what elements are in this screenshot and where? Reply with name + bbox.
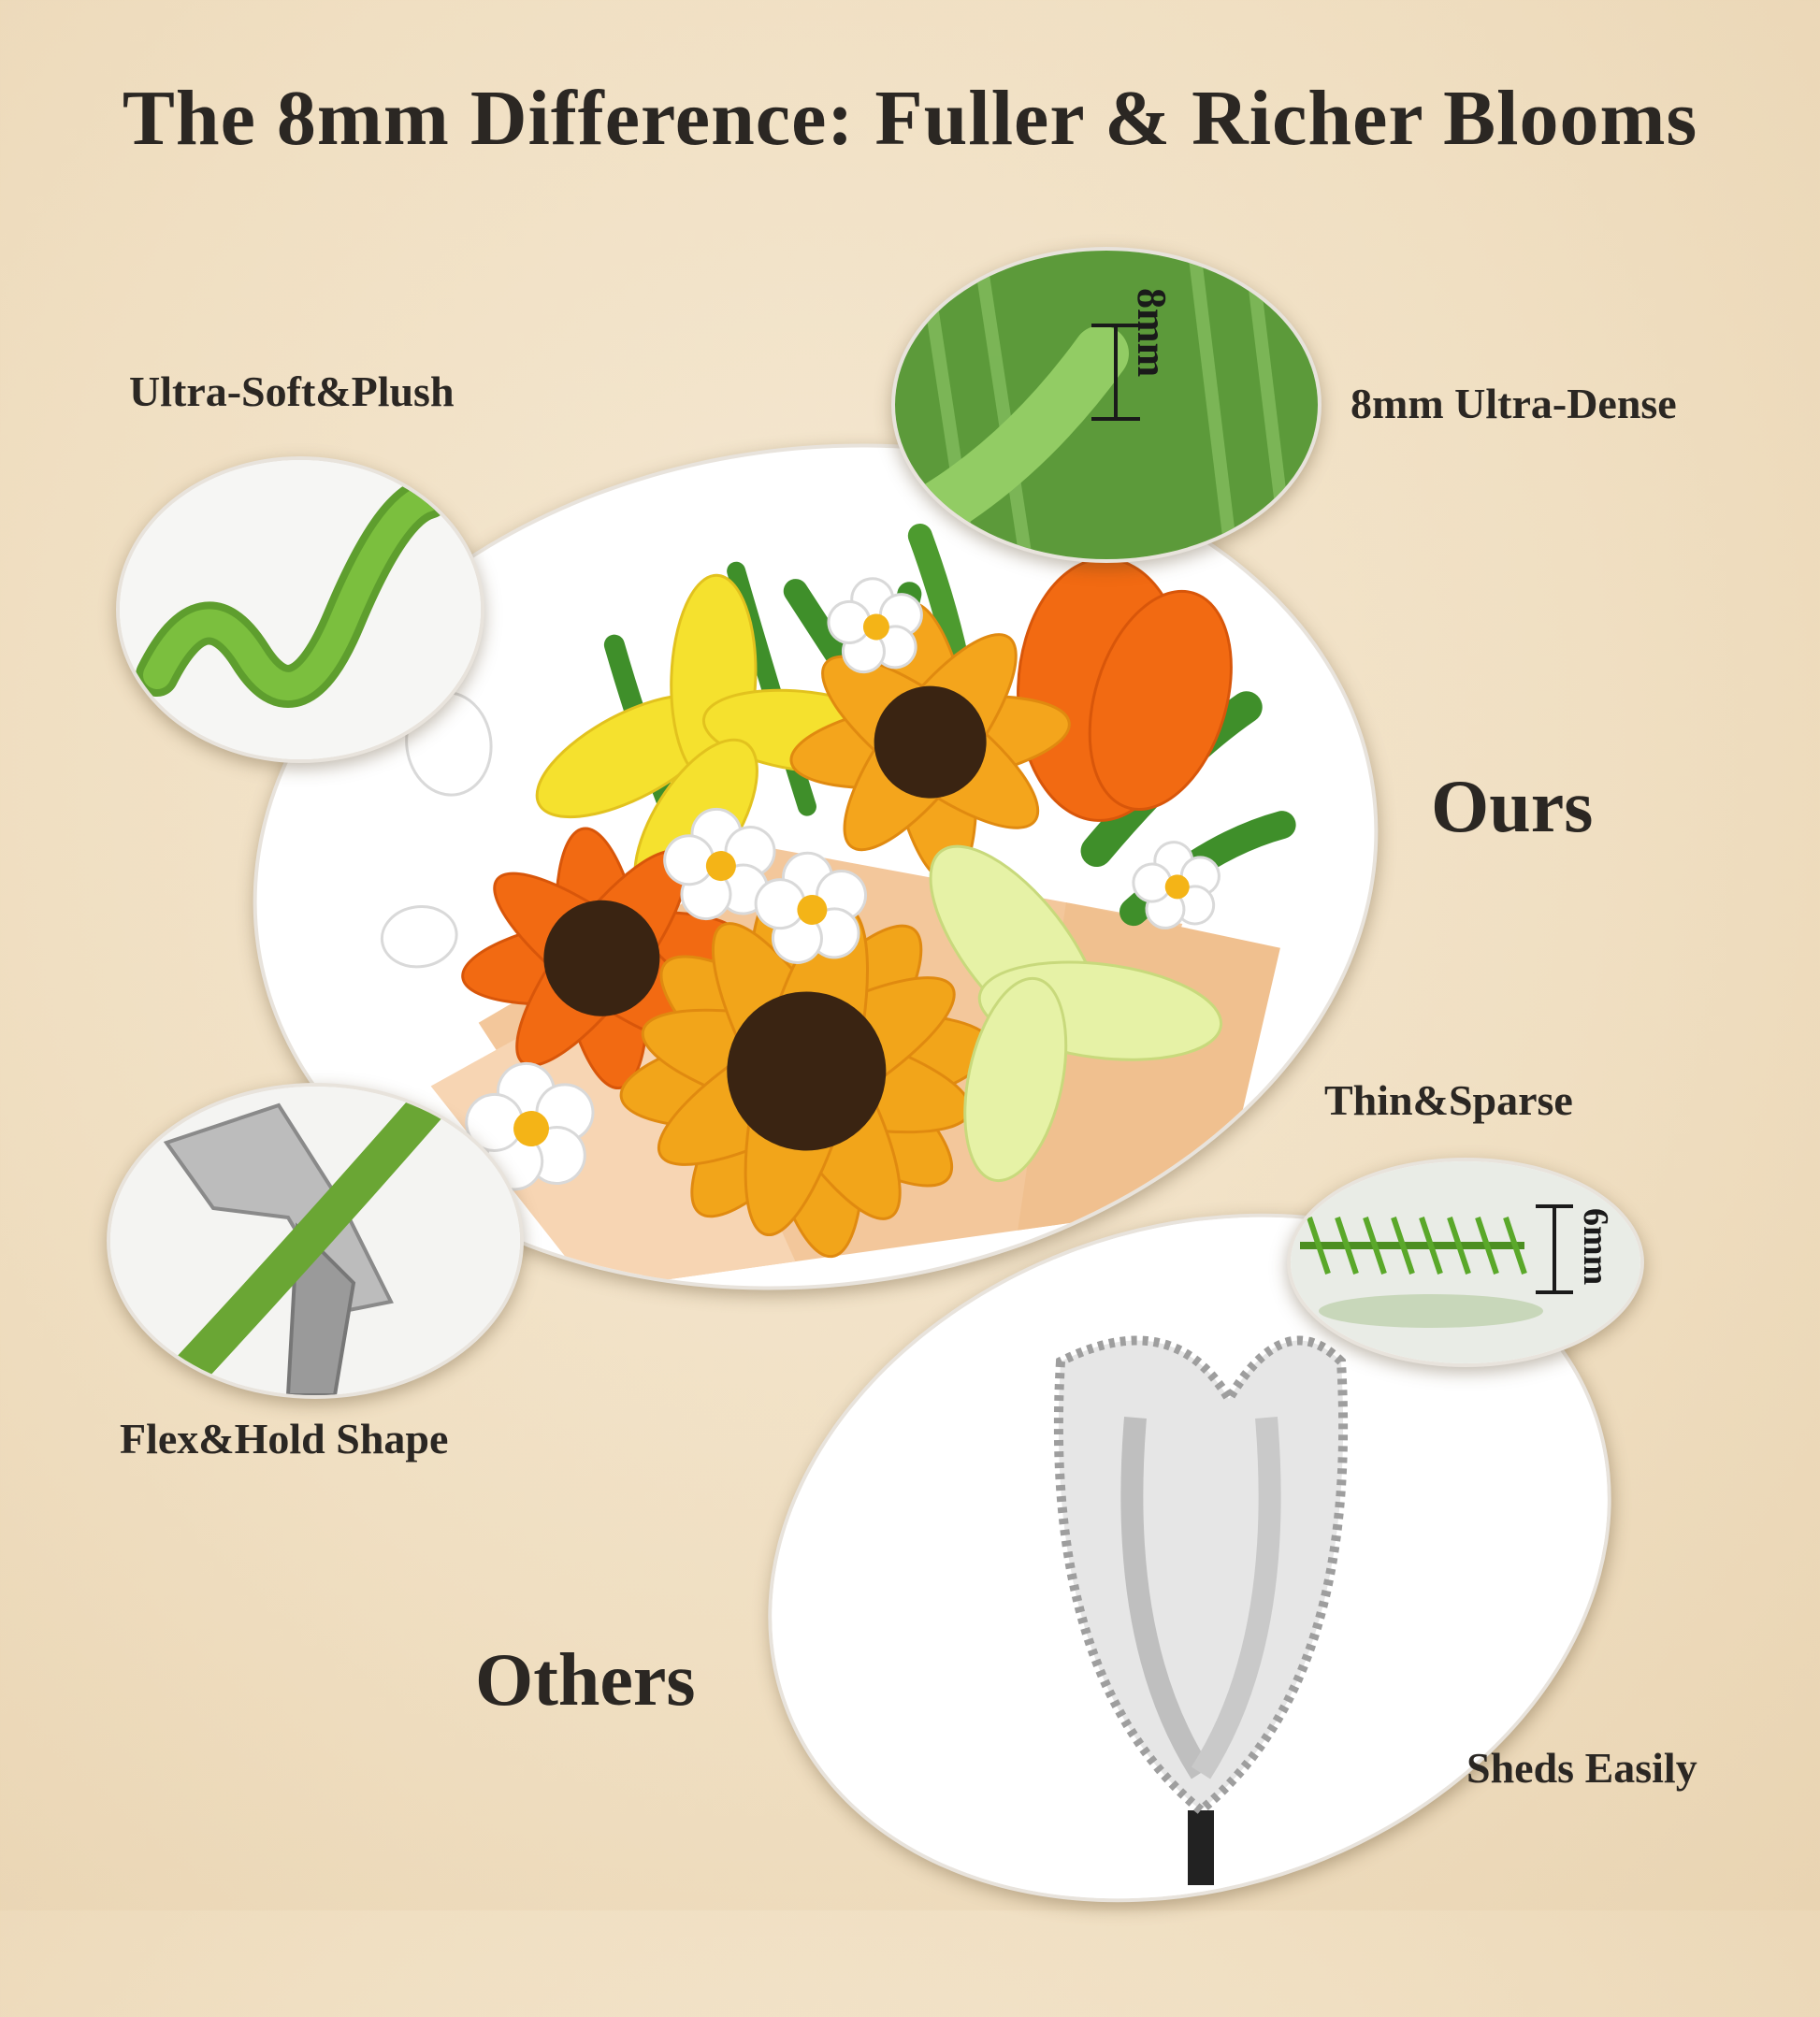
flex-hold-closeup-image: [107, 1083, 524, 1399]
wavy-chenille-illustration: [120, 460, 481, 759]
ours-label: Ours: [1431, 766, 1594, 848]
ours-measurement-label: 8mm: [1129, 288, 1175, 378]
page-title: The 8mm Difference: Fuller & Richer Bloo…: [122, 75, 1698, 162]
ultra-soft-closeup-image: [116, 456, 484, 763]
dense-chenille-illustration: [895, 251, 1318, 559]
ultra-dense-label: 8mm Ultra-Dense: [1351, 380, 1677, 427]
flex-hold-label: Flex&Hold Shape: [120, 1415, 449, 1462]
others-label: Others: [475, 1639, 696, 1722]
bouquet-illustration: [380, 523, 1296, 1290]
thin-sparse-closeup-image: 6mm: [1287, 1158, 1644, 1367]
others-measurement-label: 6mm: [1576, 1208, 1615, 1286]
sheds-label: Sheds Easily: [1466, 1744, 1697, 1792]
ultra-soft-label: Ultra-Soft&Plush: [129, 367, 455, 415]
pliers-chenille-illustration: [110, 1087, 520, 1395]
ultra-dense-closeup-image: 8mm: [891, 247, 1322, 563]
ours-bouquet-image: [197, 372, 1434, 1361]
sparse-chenille-illustration: [1291, 1161, 1640, 1363]
thin-sparse-label: Thin&Sparse: [1324, 1076, 1573, 1124]
